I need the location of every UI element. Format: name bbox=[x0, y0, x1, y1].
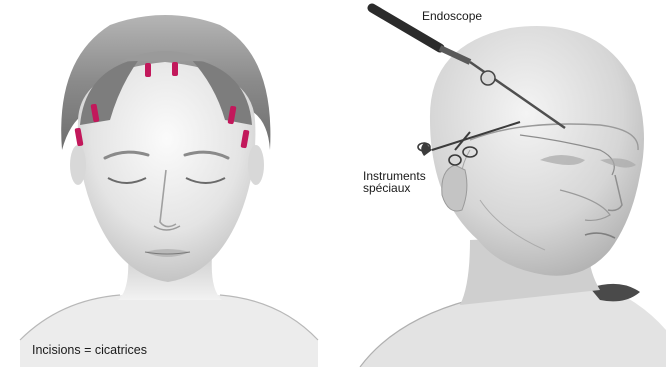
right-head bbox=[430, 26, 644, 276]
entry-port bbox=[481, 71, 495, 85]
endoscope-label: Endoscope bbox=[422, 10, 482, 23]
incision-mark bbox=[172, 62, 178, 76]
right-ear-3q bbox=[442, 165, 467, 211]
instruments-label: Instruments spéciaux bbox=[363, 170, 426, 194]
instruments-label-line2: spéciaux bbox=[363, 182, 426, 194]
right-ear bbox=[248, 145, 264, 185]
left-ear bbox=[70, 145, 86, 185]
incisions-caption: Incisions = cicatrices bbox=[32, 344, 147, 357]
incision-mark bbox=[145, 63, 151, 77]
left-head-front-view bbox=[20, 15, 318, 367]
